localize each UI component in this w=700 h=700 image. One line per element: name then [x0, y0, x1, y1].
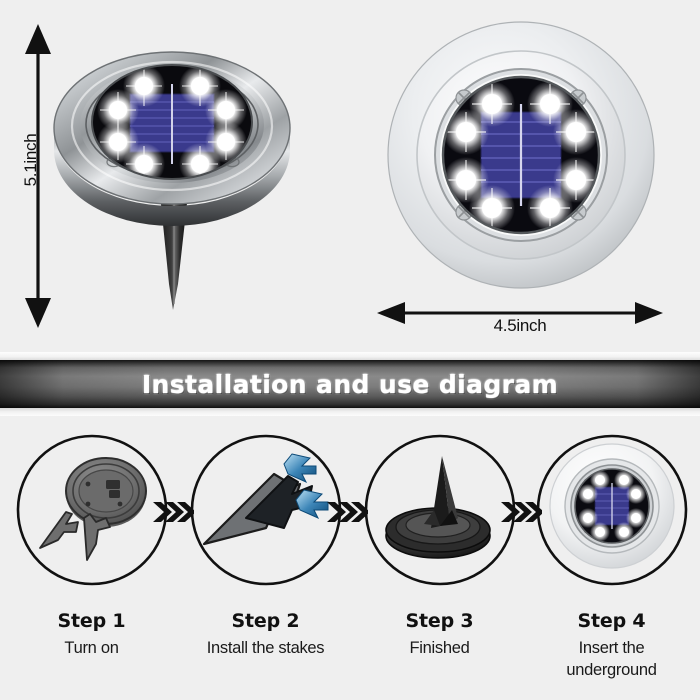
- triple-chevron-right-icon: [501, 502, 544, 522]
- step-1-labels: Step 1 Turn on: [4, 608, 179, 659]
- step-4-illustration: [534, 432, 690, 588]
- width-dimension-arrow: [377, 302, 663, 324]
- led-light-group: [443, 81, 599, 231]
- banner-title: Installation and use diagram: [141, 369, 559, 399]
- solar-light-topview-illustration: [387, 21, 655, 289]
- installed-light-icon: [548, 443, 675, 569]
- step-4-title: Step 4: [577, 610, 646, 632]
- step-separator-3: [500, 498, 544, 526]
- step-4-description-line-1: Insert the: [578, 639, 645, 657]
- installation-steps-section: Step 1 Turn on: [0, 416, 700, 700]
- step-4-description-line-2: underground: [566, 661, 657, 679]
- section-banner: Installation and use diagram: [0, 352, 700, 416]
- light-housing-icon: [64, 457, 147, 527]
- step-3-illustration: [362, 432, 518, 588]
- direction-arrow-icon-group: [282, 453, 328, 520]
- height-dimension-label: 5.1inch: [21, 133, 40, 187]
- banner-top-strip: [0, 352, 700, 360]
- banner-bottom-strip: [0, 408, 700, 416]
- step-3-labels: Step 3 Finished: [352, 608, 527, 659]
- banner-bar: [0, 360, 700, 408]
- step-2-title: Step 2: [231, 610, 300, 632]
- stake-insert-icon: [202, 472, 313, 546]
- step-1-illustration: [14, 432, 170, 588]
- step-3-description: Finished: [409, 639, 470, 657]
- step-item-1: Step 1 Turn on: [4, 432, 179, 700]
- step-3-title: Step 3: [405, 610, 474, 632]
- step-item-3: Step 3 Finished: [352, 432, 527, 700]
- solar-light-angled-illustration: [53, 51, 291, 310]
- width-dimension-label: 4.5inch: [493, 316, 547, 335]
- stake-icon-group: [38, 511, 111, 561]
- step-item-2: Step 2 Install the stakes: [178, 432, 353, 700]
- step-4-labels: Step 4 Insert the underground: [524, 608, 699, 681]
- step-2-labels: Step 2 Install the stakes: [178, 608, 353, 659]
- height-dimension-arrow: [25, 24, 51, 328]
- led-light-group: [97, 65, 247, 179]
- step-2-illustration: [188, 432, 344, 588]
- step-1-title: Step 1: [57, 610, 126, 632]
- step-2-description: Install the stakes: [206, 639, 325, 657]
- step-1-description: Turn on: [64, 639, 119, 657]
- product-dimensions-section: 5.1inch: [21, 21, 663, 335]
- assembled-light-icon: [384, 456, 491, 559]
- step-item-4: Step 4 Insert the underground: [524, 432, 699, 700]
